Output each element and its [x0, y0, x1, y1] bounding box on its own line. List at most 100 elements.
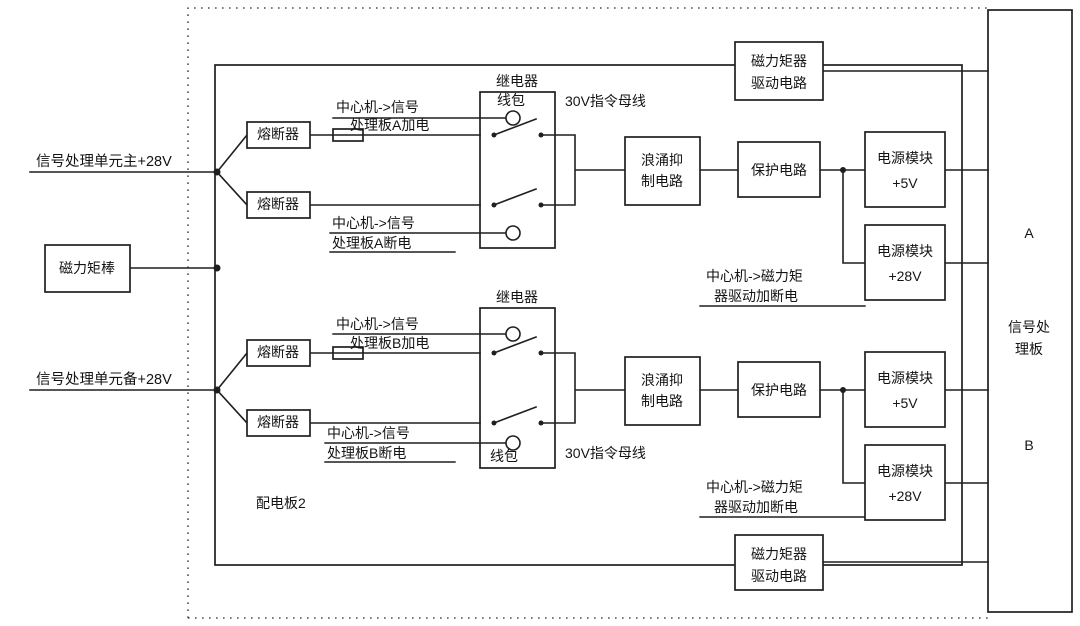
relay-b-contact1-terminal-right	[538, 350, 544, 356]
junction-psu-branch-b	[840, 387, 846, 393]
psu-28v-b-label-line1: 电源模块	[877, 463, 933, 479]
relay-b-coil-label: 线包	[490, 448, 518, 464]
surge-a-label-line1: 浪涌抑	[641, 152, 683, 168]
wire-branch-b-lower	[215, 388, 249, 425]
junction-psu-branch-a	[840, 167, 846, 173]
magdrv-bottom-label-line1: 磁力矩器	[751, 546, 807, 562]
relay-a-contact1-terminal-left	[491, 132, 497, 138]
wire-branch-a-lower	[215, 170, 249, 207]
magdrv-top-box	[734, 41, 824, 101]
backup-input-label: 信号处理单元备+28V	[36, 371, 172, 388]
relay-b-contact2-terminal-left	[491, 420, 497, 426]
torque-rod-box	[44, 244, 131, 293]
relay-a-contact2-terminal-left	[491, 202, 497, 208]
signal-board-a-label: A	[1024, 225, 1034, 241]
wire-protect-a-to-psu	[819, 169, 866, 264]
fuse-box-a1	[246, 121, 311, 149]
psu-28v-a-box	[864, 224, 946, 301]
psu-5v-b-label-line2: +5V	[892, 395, 918, 411]
signal-board-name-line2: 理板	[1015, 341, 1043, 357]
signal-board-b-label: B	[1024, 437, 1033, 453]
fuse-box-a2	[246, 191, 311, 219]
surge-a-label-line2: 制电路	[641, 173, 683, 189]
relay-b-box	[479, 307, 556, 469]
protect-a-label: 保护电路	[751, 162, 807, 178]
cmd-a-on-line1: 中心机->信号	[336, 99, 419, 115]
psu-28v-b-label-line2: +28V	[888, 488, 922, 504]
wire-relay-a-outputs	[540, 134, 626, 206]
outer-dashed-border-top-left	[187, 7, 988, 618]
relay-a-contact1-terminal-right	[538, 132, 544, 138]
fuse-a1-label: 熔断器	[257, 126, 299, 142]
cmd-a-on-line2: 处理板A加电	[350, 117, 429, 133]
cmd-mag-upper-line1: 中心机->磁力矩	[706, 268, 803, 284]
psu-5v-a-label-line2: +5V	[892, 175, 918, 191]
signal-processing-board-outline	[987, 9, 1073, 613]
relay-b-coil-top-circle	[505, 326, 521, 342]
magdrv-bottom-box	[734, 534, 824, 591]
surge-b-label-line2: 制电路	[641, 393, 683, 409]
relay-b-contact1-terminal-left	[491, 350, 497, 356]
psu-5v-b-label-line1: 电源模块	[877, 370, 933, 386]
psu-5v-a-box	[864, 131, 946, 208]
fuse-box-b1	[246, 339, 311, 367]
relay-a-coil-label: 线包	[497, 92, 525, 108]
junction-main-input	[213, 168, 221, 176]
magdrv-top-label-line2: 驱动电路	[751, 75, 807, 91]
relay-a-box	[479, 91, 556, 249]
cmd-b-on-line2: 处理板B加电	[350, 335, 429, 351]
cmd-a-off-line1: 中心机->信号	[332, 215, 415, 231]
junction-backup-input	[213, 386, 221, 394]
protection-circuit-a-box	[737, 141, 821, 198]
psu-5v-a-label-line1: 电源模块	[877, 150, 933, 166]
relay-b-label: 继电器	[496, 289, 538, 305]
cmd-mag-upper-line2: 器驱动加断电	[714, 288, 798, 304]
surge-suppressor-a-box	[624, 136, 701, 206]
psu-28v-a-label-line2: +28V	[888, 268, 922, 284]
cmd-mag-lower-line2: 器驱动加断电	[714, 499, 798, 515]
psu-28v-a-label-line1: 电源模块	[877, 243, 933, 259]
fuse-b1-label: 熔断器	[257, 344, 299, 360]
fuse-b2-label: 熔断器	[257, 414, 299, 430]
fuse-symbol-a	[332, 128, 364, 142]
relay-a-contact2-blade	[492, 187, 538, 207]
psu-28v-b-box	[864, 444, 946, 521]
fuse-a2-label: 熔断器	[257, 196, 299, 212]
bus-30v-top-label: 30V指令母线	[565, 93, 646, 109]
cmd-a-off-line2: 处理板A断电	[332, 235, 411, 251]
distribution-board-label: 配电板2	[256, 495, 306, 511]
magdrv-bottom-label-line2: 驱动电路	[751, 568, 807, 584]
relay-a-contact1-blade	[492, 117, 538, 137]
main-input-label: 信号处理单元主+28V	[36, 153, 172, 170]
relay-b-coil-bottom-circle	[505, 435, 521, 451]
relay-a-contact2-terminal-right	[538, 202, 544, 208]
psu-5v-b-box	[864, 351, 946, 428]
relay-a-label: 继电器	[496, 73, 538, 89]
relay-b-contact2-blade	[492, 405, 538, 425]
protect-b-label: 保护电路	[751, 382, 807, 398]
relay-b-contact2-terminal-right	[538, 420, 544, 426]
wire-protect-b-to-psu	[819, 389, 866, 484]
bus-30v-bottom-label: 30V指令母线	[565, 445, 646, 461]
surge-b-label-line1: 浪涌抑	[641, 372, 683, 388]
relay-a-coil-bottom-circle	[505, 225, 521, 241]
cmd-b-off-line2: 处理板B断电	[327, 445, 406, 461]
junction-torque-rod	[213, 264, 221, 272]
relay-a-coil-top-circle	[505, 110, 521, 126]
wire-relay-b-outputs	[540, 352, 626, 424]
signal-board-name-line1: 信号处	[1008, 319, 1050, 335]
cmd-b-off-line1: 中心机->信号	[327, 425, 410, 441]
relay-b-contact1-blade	[492, 335, 538, 355]
surge-suppressor-b-box	[624, 356, 701, 426]
protection-circuit-b-box	[737, 361, 821, 418]
fuse-symbol-b	[332, 346, 364, 360]
cmd-mag-lower-line1: 中心机->磁力矩	[706, 479, 803, 495]
wire-branch-a-upper	[215, 133, 249, 174]
distribution-board-outline	[214, 64, 963, 566]
fuse-box-b2	[246, 409, 311, 437]
wire-branch-b-upper	[215, 351, 249, 392]
magdrv-top-label-line1: 磁力矩器	[751, 53, 807, 69]
cmd-b-on-line1: 中心机->信号	[336, 316, 419, 332]
